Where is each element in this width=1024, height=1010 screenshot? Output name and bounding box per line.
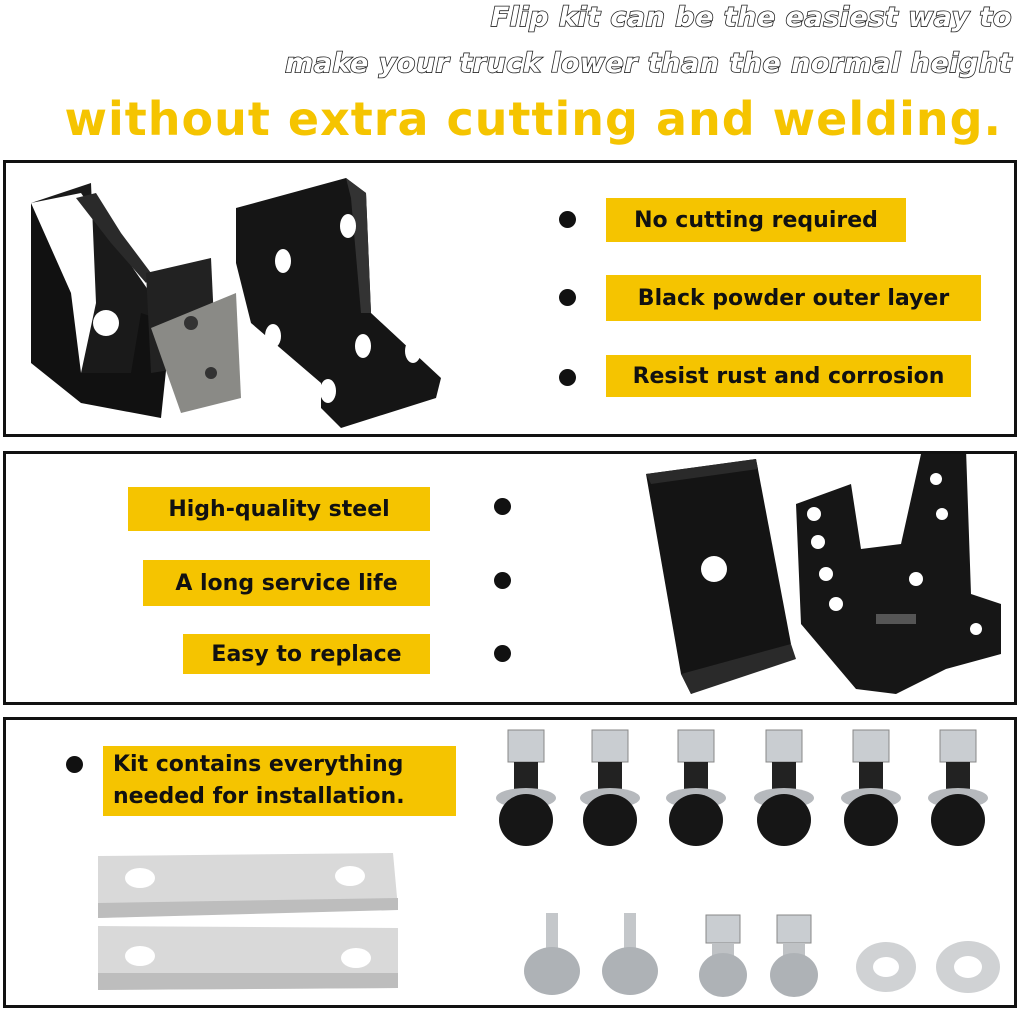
bullet-dot [494, 572, 511, 589]
bullet-dot [494, 498, 511, 515]
bullet-dot [494, 645, 511, 662]
headline-line-2: make your truck lower than the normal he… [284, 47, 1012, 80]
bullet-dot [559, 289, 576, 306]
feature-kit-contents: Kit contains everything needed for insta… [103, 746, 456, 816]
feature-black-powder: Black powder outer layer [606, 275, 981, 321]
flip-bracket-image [31, 178, 441, 428]
feature-kit-line-1: Kit contains everything [113, 752, 404, 777]
feature-panel-kit: Kit contains everything needed for insta… [3, 717, 1017, 1008]
feature-kit-line-2: needed for installation. [113, 784, 405, 809]
headline-line-3: without extra cutting and welding. [64, 92, 1002, 146]
bullet-dot [559, 211, 576, 228]
feature-easy-to-replace: Easy to replace [183, 634, 430, 674]
feature-high-quality-steel: High-quality steel [128, 487, 430, 531]
feature-panel-steel: High-quality steel A long service life E… [3, 451, 1017, 705]
bracket-plate-image [646, 454, 1001, 694]
feature-panel-rust: No cutting required Black powder outer l… [3, 160, 1017, 437]
feature-no-cutting: No cutting required [606, 198, 906, 242]
bullet-dot [66, 756, 83, 773]
headline-line-1: Flip kit can be the easiest way to [490, 1, 1012, 34]
feature-long-service-life: A long service life [143, 560, 430, 606]
feature-resist-rust: Resist rust and corrosion [606, 355, 971, 397]
aluminum-shims-image [98, 853, 398, 990]
bolt-set-image [496, 729, 1000, 997]
bullet-dot [559, 369, 576, 386]
